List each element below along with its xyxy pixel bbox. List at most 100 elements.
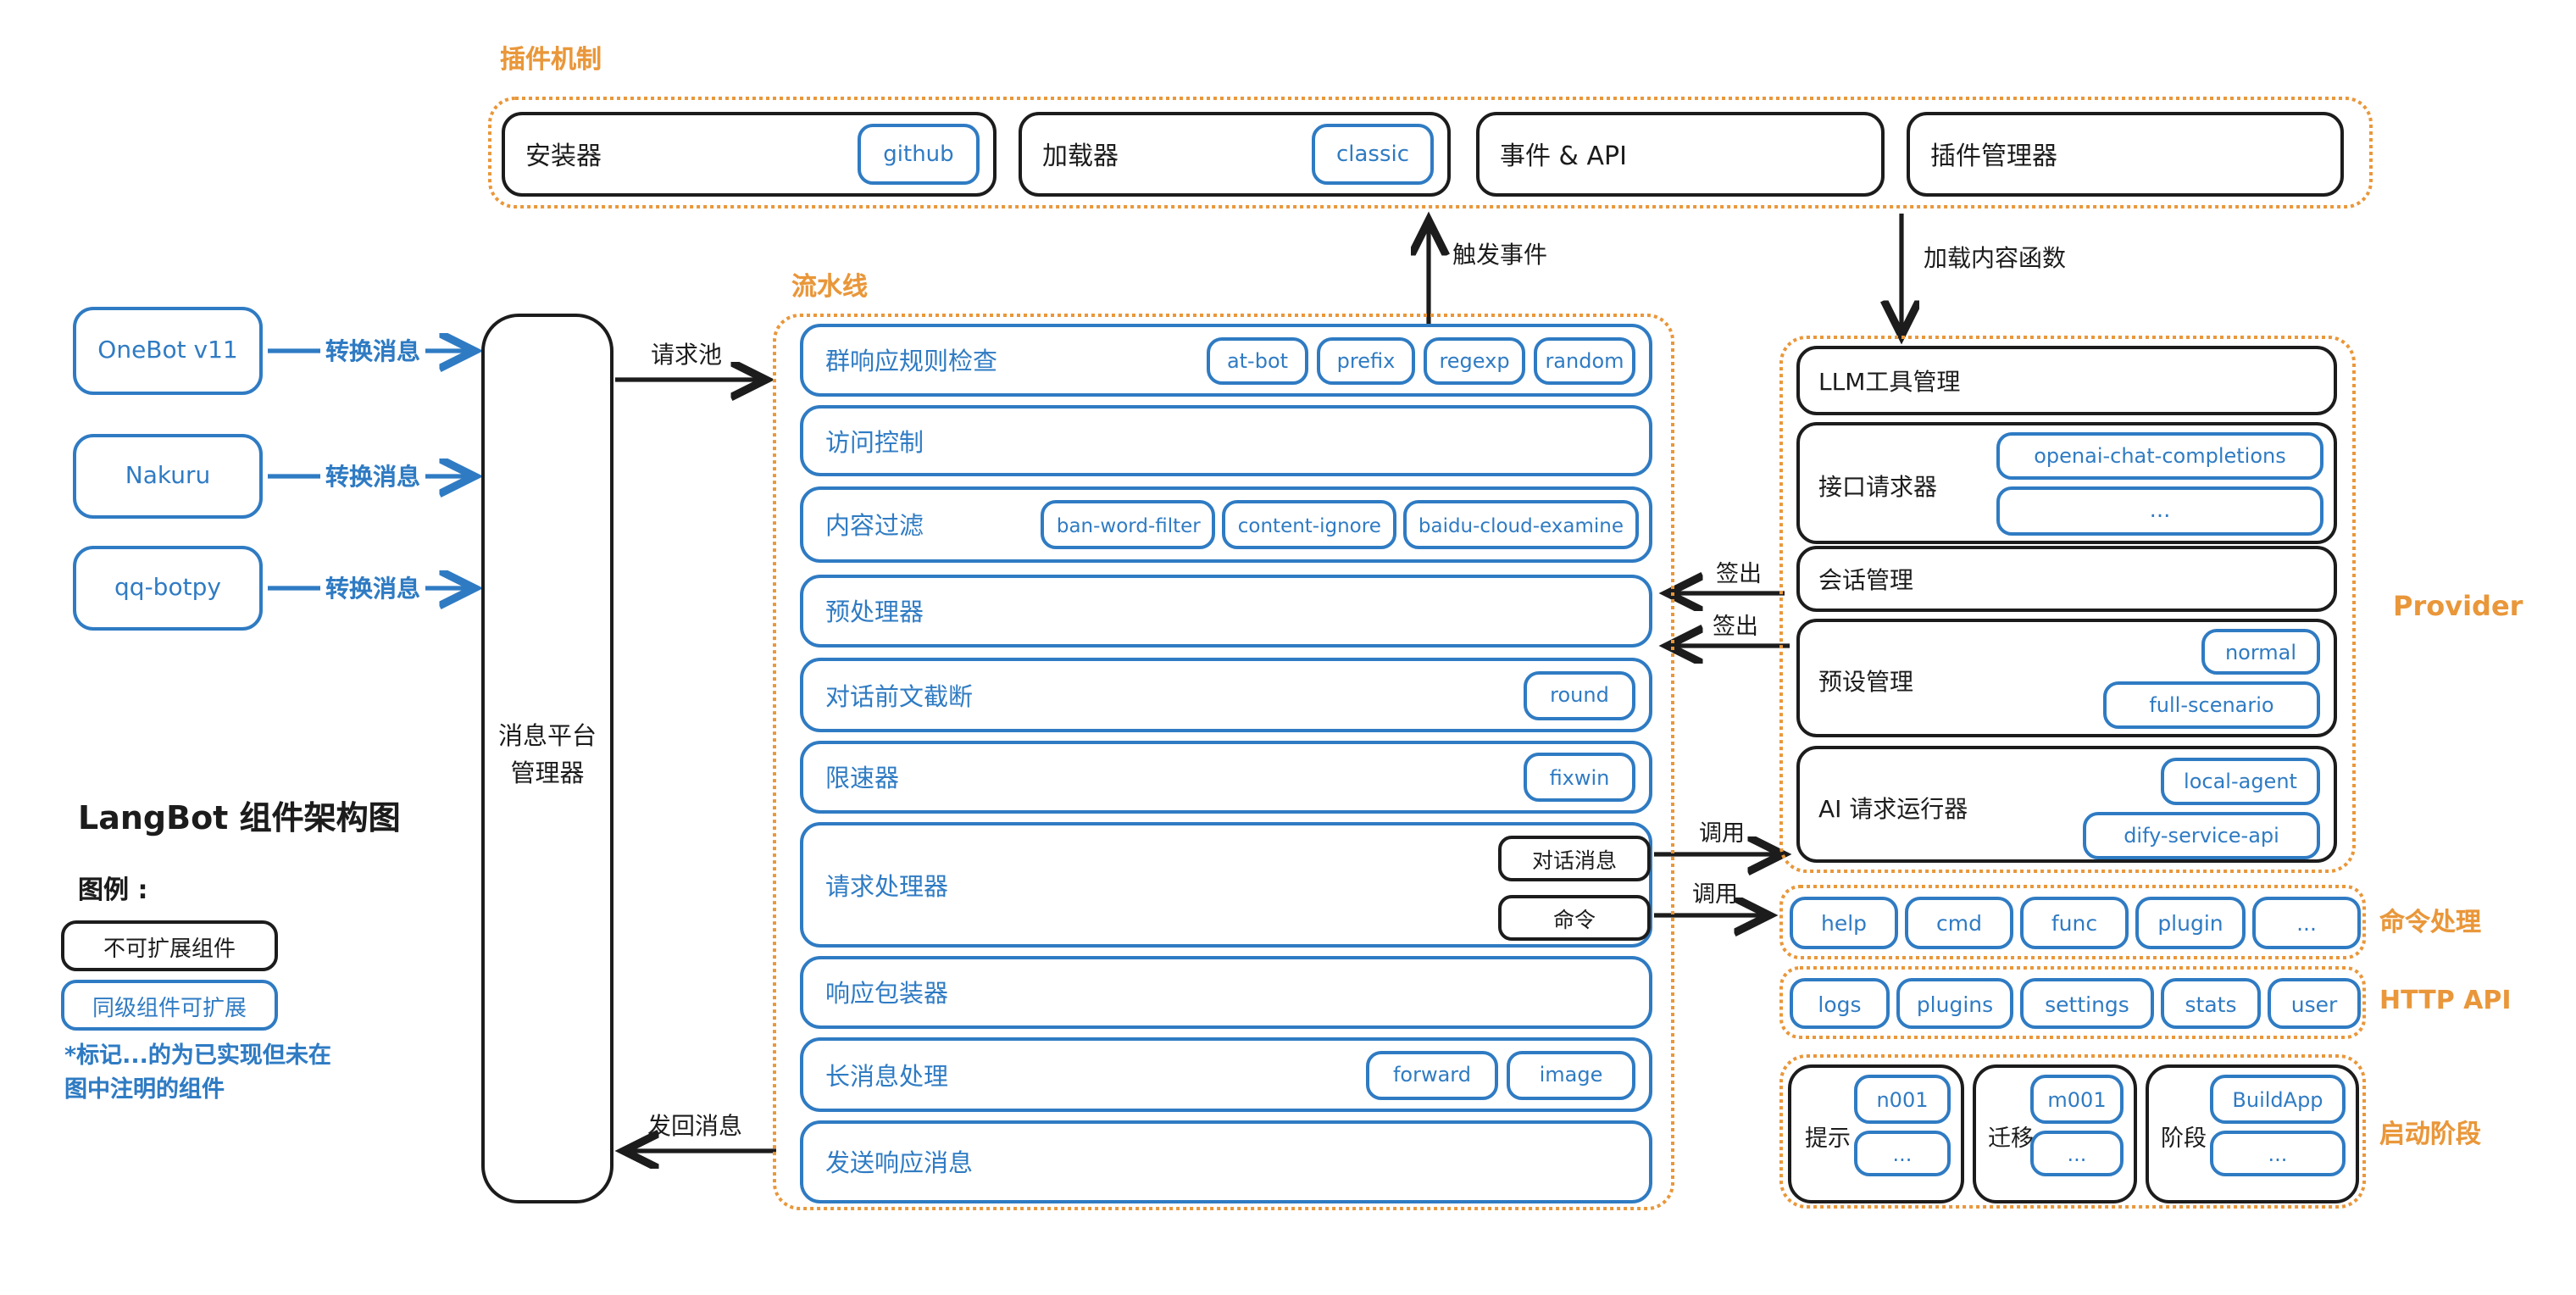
badge-forward: forward (1366, 1050, 1498, 1099)
badge-cmd: cmd (1905, 897, 2013, 949)
provider-container (1779, 336, 2356, 873)
badge-round: round (1524, 670, 1635, 720)
requester-box: 接口请求器 openai-chat-completions ... (1796, 422, 2337, 544)
startup-group-stage: 阶段 BuildApp ... (2146, 1064, 2359, 1203)
invoke-label-1: 调用 (1699, 820, 1745, 848)
pipeline-row-group-response-check: 群响应规则检查 at-bot prefix regexp random (800, 324, 1652, 397)
pipeline-row-preprocessor: 预处理器 (800, 575, 1652, 648)
badge-random: random (1534, 336, 1635, 384)
plugin-section-label: 插件机制 (500, 44, 602, 75)
badge-settings: settings (2020, 978, 2154, 1029)
invoke-label-2: 调用 (1692, 881, 1738, 909)
adapter-onebot-label: OneBot v11 (97, 337, 238, 364)
session-manager-label: 会话管理 (1818, 567, 1913, 594)
command-container: help cmd func plugin ... (1779, 885, 2366, 959)
row-label: 限速器 (825, 766, 899, 793)
pipeline-row-access-control: 访问控制 (800, 405, 1652, 476)
platform-manager-label-line2: 管理器 (510, 760, 585, 788)
request-pool-label: 请求池 (651, 342, 722, 370)
badge-plugins: plugins (1896, 978, 2013, 1029)
row-label: 内容过滤 (825, 514, 924, 541)
startup-container: 提示 n001 ... 迁移 m001 ... 阶段 BuildApp ... (1779, 1054, 2366, 1209)
badge-dify-service-api: dify-service-api (2083, 812, 2320, 859)
startup-group-prompt: 提示 n001 ... (1788, 1064, 1964, 1203)
badge-content-ignore: content-ignore (1222, 500, 1396, 549)
preset-manager-label: 预设管理 (1818, 670, 1913, 697)
badge-image: image (1507, 1050, 1635, 1099)
http-api-section-label: HTTP API (2379, 985, 2512, 1015)
legend-note: *标记...的为已实现但未在 图中注明的组件 (64, 1039, 331, 1108)
legend-non-extensible-box: 不可扩展组件 (61, 920, 278, 971)
adapter-qqbotpy-box: qq-botpy (73, 546, 263, 631)
checkout-label-1: 签出 (1716, 561, 1762, 588)
badge-prompt-more: ... (1854, 1131, 1951, 1176)
pipeline-row-context-truncate: 对话前文截断 round (800, 658, 1652, 732)
http-api-container: logs plugins settings stats user (1779, 966, 2366, 1039)
row-label: 群响应规则检查 (825, 349, 997, 376)
badge-logs: logs (1790, 978, 1890, 1029)
badge-stats: stats (2161, 978, 2261, 1029)
events-api-box: 事件 & API (1476, 112, 1885, 197)
badge-fixwin: fixwin (1524, 753, 1635, 802)
preset-manager-box: 预设管理 normal full-scenario (1796, 619, 2337, 737)
ai-runner-label: AI 请求运行器 (1818, 797, 1968, 824)
row-label: 发送响应消息 (825, 1151, 973, 1178)
platform-manager-label-line1: 消息平台 (498, 724, 597, 751)
pipeline-row-content-filter: 内容过滤 ban-word-filter content-ignore baid… (800, 486, 1652, 563)
requester-label: 接口请求器 (1818, 475, 1937, 502)
loader-badge-classic: classic (1312, 124, 1434, 185)
loader-label: 加载器 (1042, 140, 1119, 170)
legend-note-line2: 图中注明的组件 (64, 1076, 225, 1104)
badge-command-more: ... (2252, 897, 2361, 949)
llm-tools-label: LLM工具管理 (1818, 369, 1961, 396)
badge-openai-chat-completions: openai-chat-completions (1996, 432, 2323, 480)
badge-user: user (2268, 978, 2361, 1029)
convert-message-label-1: 转换消息 (320, 334, 425, 368)
badge-ban-word-filter: ban-word-filter (1041, 500, 1216, 549)
convert-message-label-2: 转换消息 (320, 459, 425, 493)
badge-stage-more: ... (2210, 1131, 2346, 1176)
badge-full-scenario: full-scenario (2103, 681, 2320, 729)
row-label: 预处理器 (825, 600, 924, 627)
badge-at-bot: at-bot (1207, 336, 1308, 384)
startup-group-migration: 迁移 m001 ... (1973, 1064, 2137, 1203)
plugin-manager-box: 插件管理器 (1907, 112, 2344, 197)
provider-label: Provider (2393, 590, 2523, 622)
badge-migration-more: ... (2030, 1131, 2124, 1176)
adapter-nakuru-label: Nakuru (125, 463, 211, 490)
load-content-functions-label: 加载内容函数 (1924, 246, 2066, 273)
plugin-section-container (488, 97, 2373, 208)
installer-box: 安装器 github (502, 112, 997, 197)
badge-regexp: regexp (1424, 336, 1525, 384)
legend-extensible-box: 同级组件可扩展 (61, 980, 278, 1031)
startup-prompt-label: 提示 (1805, 1125, 1851, 1153)
row-label: 长消息处理 (825, 1064, 948, 1091)
trigger-event-label: 触发事件 (1452, 242, 1547, 270)
command-section-label: 命令处理 (2379, 907, 2482, 937)
events-api-label: 事件 & API (1500, 140, 1627, 170)
pipeline-row-request-processor: 请求处理器 对话消息 命令 (800, 822, 1652, 948)
adapter-onebot-box: OneBot v11 (73, 307, 263, 395)
session-manager-box: 会话管理 (1796, 546, 2337, 612)
adapter-nakuru-box: Nakuru (73, 434, 263, 519)
loader-box: 加载器 classic (1019, 112, 1451, 197)
platform-manager-box: 消息平台 管理器 (481, 314, 613, 1203)
badge-normal: normal (2201, 629, 2320, 675)
badge-help: help (1790, 897, 1898, 949)
badge-local-agent: local-agent (2161, 758, 2320, 805)
sub-box-command: 命令 (1498, 895, 1651, 941)
llm-tools-box: LLM工具管理 (1796, 346, 2337, 415)
pipeline-row-rate-limiter: 限速器 fixwin (800, 741, 1652, 814)
adapter-qqbotpy-label: qq-botpy (114, 575, 221, 602)
pipeline-row-response-wrapper: 响应包装器 (800, 956, 1652, 1029)
badge-m001: m001 (2030, 1075, 2124, 1124)
badge-buildapp: BuildApp (2210, 1075, 2346, 1124)
convert-message-label-3: 转换消息 (320, 571, 425, 605)
ai-runner-box: AI 请求运行器 local-agent dify-service-api (1796, 746, 2337, 863)
badge-func: func (2020, 897, 2129, 949)
checkout-label-2: 签出 (1713, 614, 1758, 641)
startup-migration-label: 迁移 (1988, 1125, 2034, 1153)
pipeline-container (773, 314, 1674, 1210)
